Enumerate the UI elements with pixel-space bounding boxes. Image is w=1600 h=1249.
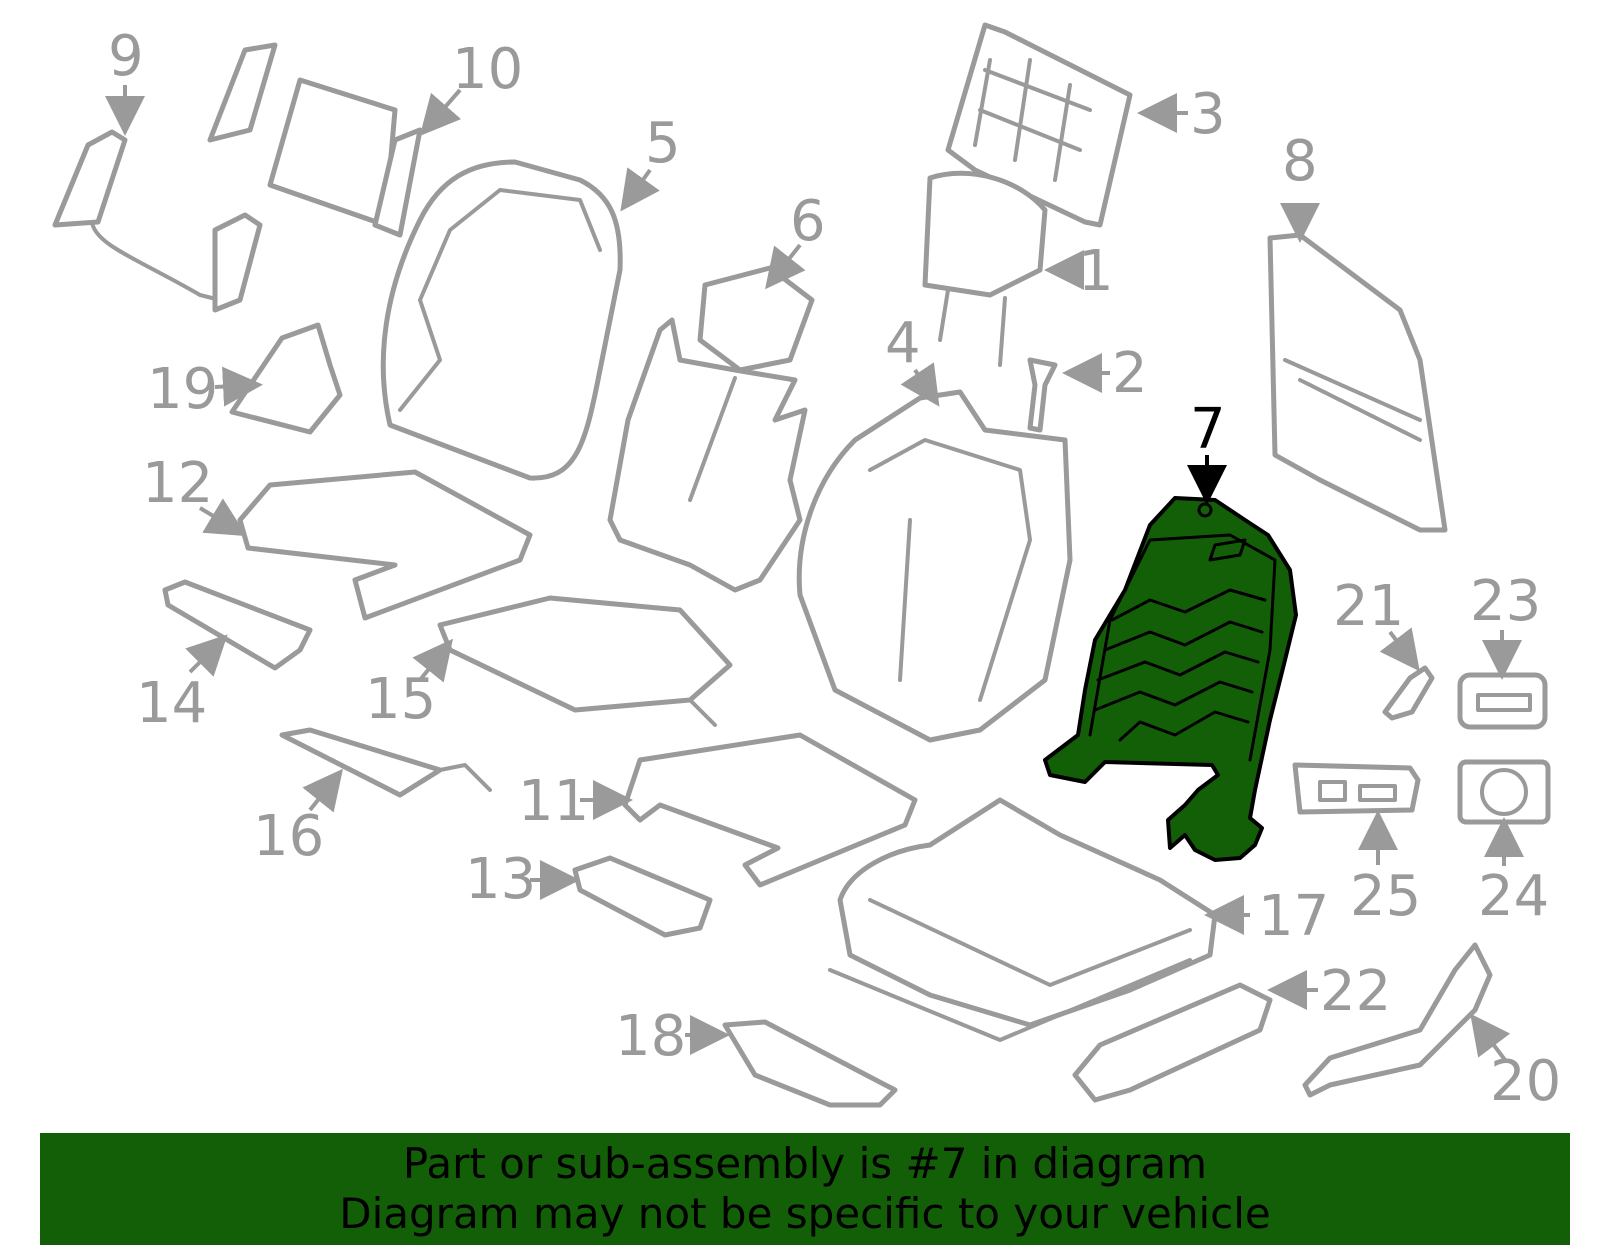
part-17-seat-frame <box>828 797 1218 1042</box>
part-4-backrest-foam <box>796 389 1073 743</box>
part-11-seat-cushion <box>622 732 918 888</box>
part-16-sensor-mat <box>279 727 492 798</box>
part-12-seat-bolster <box>237 469 533 621</box>
part-9-side-trim <box>52 129 263 313</box>
part-15-heating-mat <box>437 595 733 727</box>
part-1-headrest <box>922 170 1048 367</box>
part-2-headrest-guide <box>1027 357 1058 433</box>
callout-16: 16 <box>253 804 324 869</box>
part-20-side-shield <box>1302 942 1493 1098</box>
callout-4: 4 <box>885 311 921 376</box>
part-5-backrest-cover <box>380 159 623 481</box>
callout-2: 2 <box>1112 341 1148 406</box>
callout-20: 20 <box>1490 1049 1561 1114</box>
part-23-switch <box>1457 672 1548 730</box>
callout-17: 17 <box>1258 884 1329 949</box>
info-banner: Part or sub-assembly is #7 in diagram Di… <box>40 1133 1570 1245</box>
callout-23: 23 <box>1470 569 1541 634</box>
callout-21: 21 <box>1333 574 1404 639</box>
part-7-backrest-frame-highlighted <box>1043 496 1298 862</box>
callout-5: 5 <box>645 111 681 176</box>
part-8-backrest-frame <box>1267 232 1448 533</box>
callout-1: 1 <box>1078 239 1114 304</box>
callout-7: 7 <box>1190 397 1226 462</box>
banner-line-disclaimer: Diagram may not be specific to your vehi… <box>339 1189 1271 1238</box>
part-10-trim-bracket <box>207 42 423 238</box>
callout-19: 19 <box>147 357 218 422</box>
callout-14: 14 <box>136 671 207 736</box>
part-6-backrest-pad <box>607 265 815 593</box>
part-21-switch <box>1382 665 1435 721</box>
part-18-trim-panel <box>722 1019 898 1108</box>
callout-25: 25 <box>1350 864 1421 929</box>
part-24-switch <box>1457 759 1551 825</box>
callout-24: 24 <box>1478 864 1549 929</box>
callout-8: 8 <box>1282 129 1318 194</box>
part-22-rail-cover <box>1072 982 1273 1103</box>
callout-labels: 1 2 3 4 5 6 7 8 9 10 11 12 13 14 15 16 1… <box>108 24 1561 1114</box>
callout-3: 3 <box>1190 82 1226 147</box>
callout-10: 10 <box>452 37 523 102</box>
callout-9: 9 <box>108 24 144 89</box>
callout-22: 22 <box>1320 959 1391 1024</box>
banner-line-part: Part or sub-assembly is #7 in diagram <box>402 1139 1208 1188</box>
callout-12: 12 <box>142 451 213 516</box>
callout-15: 15 <box>365 667 436 732</box>
part-14-cushion-pad <box>162 579 313 671</box>
callout-11: 11 <box>518 769 589 834</box>
callout-13: 13 <box>465 847 536 912</box>
callout-18: 18 <box>615 1004 686 1069</box>
callout-6: 6 <box>790 189 826 254</box>
callout-arrows <box>105 85 1524 1062</box>
part-19-side-cover <box>229 322 343 435</box>
part-25-switch-panel <box>1292 762 1421 815</box>
part-13-cushion-pad <box>572 855 713 938</box>
